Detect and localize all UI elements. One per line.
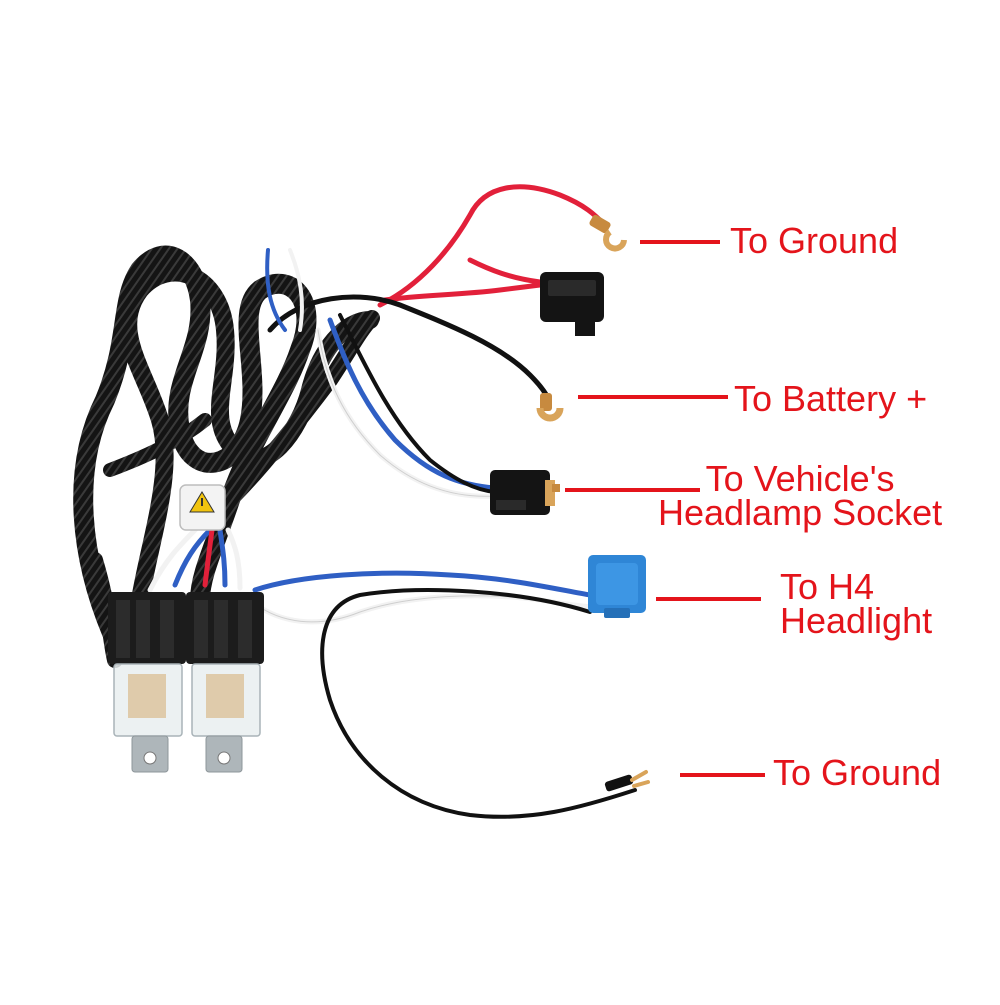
leader-h4 xyxy=(656,597,761,601)
leader-ground-top xyxy=(640,240,720,244)
leader-battery xyxy=(578,395,728,399)
blue-wire-h4 xyxy=(252,570,593,598)
label-line: To H4 xyxy=(780,566,875,607)
warning-triangle-icon xyxy=(189,491,215,513)
label-line: To Vehicle's xyxy=(705,458,895,499)
ring-terminal-ground-top xyxy=(589,214,627,252)
label-line: Headlight xyxy=(780,600,933,641)
relay-right xyxy=(186,592,264,773)
leader-ground-bottom xyxy=(680,773,765,777)
black-wire-socket xyxy=(338,313,497,494)
leader-vehicle-socket xyxy=(565,488,700,492)
label-to-h4-headlight: To H4 Headlight xyxy=(780,566,933,641)
relay-left xyxy=(108,592,186,773)
label-line: Headlamp Socket xyxy=(658,492,943,533)
black-wire-ground-bottom xyxy=(320,588,637,819)
vehicle-socket-connector xyxy=(490,470,560,515)
label-to-ground-top: To Ground xyxy=(730,220,899,261)
spade-terminal-ground-bottom xyxy=(604,770,650,792)
h4-blue-connector xyxy=(588,555,646,618)
black-wire-battery xyxy=(267,294,551,401)
loom-collar xyxy=(179,484,226,531)
label-to-vehicle-headlamp-socket: To Vehicle's Headlamp Socket xyxy=(658,458,943,533)
red-wire-fuse-feed xyxy=(382,282,543,303)
label-to-ground-bottom: To Ground xyxy=(773,752,942,793)
ring-terminal-battery xyxy=(536,393,564,422)
red-wire xyxy=(377,184,608,308)
inline-fuse-holder xyxy=(540,272,604,336)
label-to-battery: To Battery + xyxy=(734,378,928,419)
wires xyxy=(147,184,637,819)
